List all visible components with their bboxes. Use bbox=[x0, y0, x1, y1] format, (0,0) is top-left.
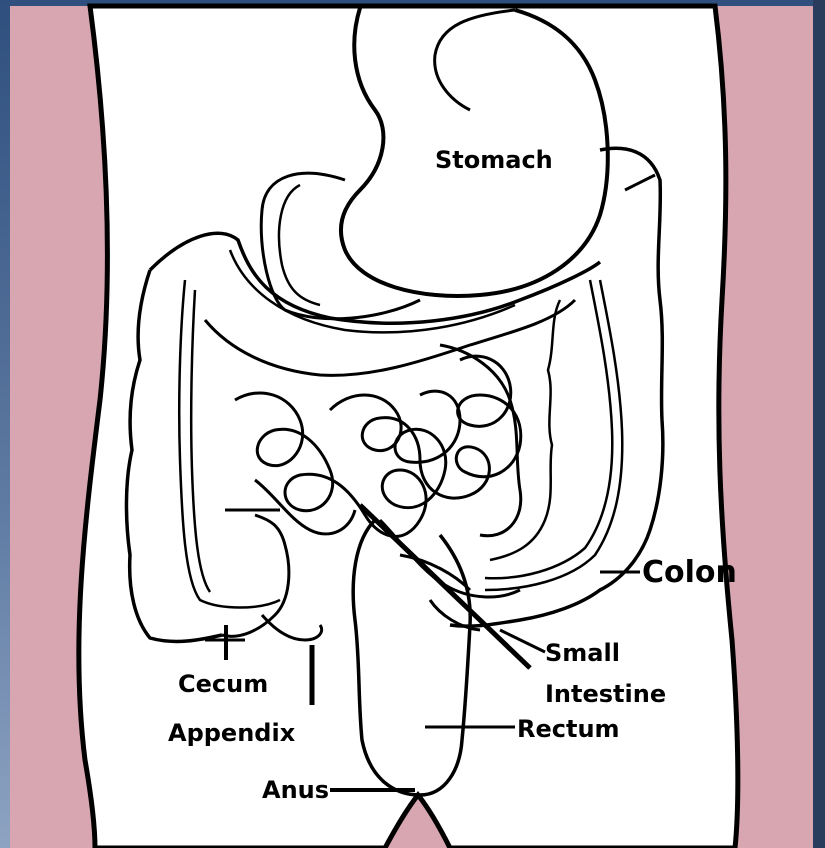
label-small: Small bbox=[545, 639, 620, 667]
label-intestine: Intestine bbox=[545, 680, 666, 708]
label-cecum: Cecum bbox=[178, 670, 268, 698]
label-rectum: Rectum bbox=[517, 715, 620, 743]
label-anus: Anus bbox=[262, 776, 329, 804]
label-appendix: Appendix bbox=[168, 719, 296, 747]
label-colon: Colon bbox=[642, 555, 737, 590]
label-stomach: Stomach bbox=[435, 146, 553, 174]
